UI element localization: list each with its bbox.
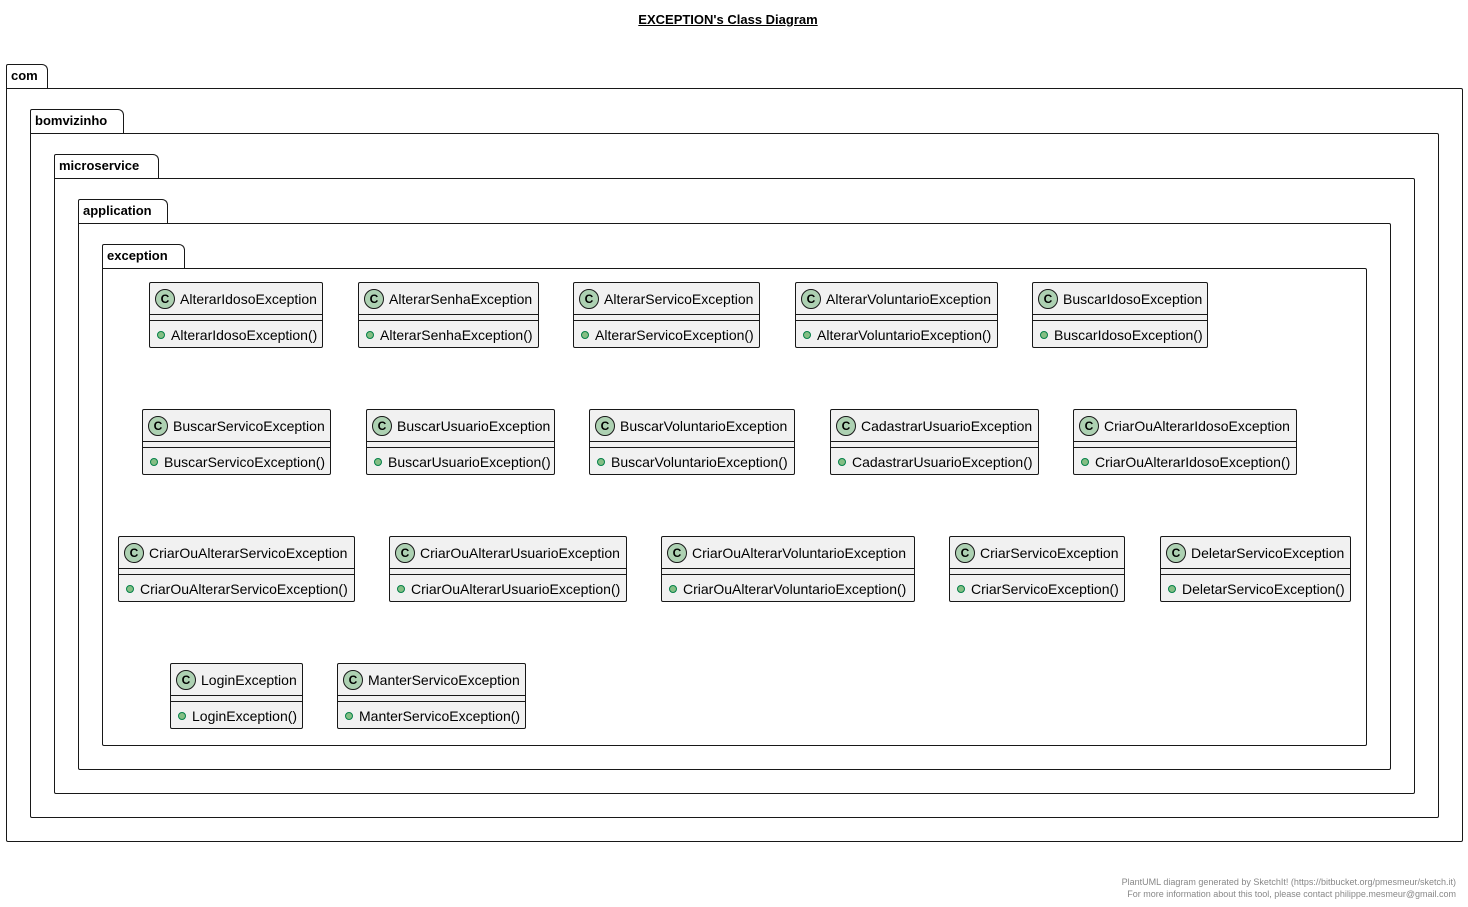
class-box: C BuscarServicoException BuscarServicoExc… [142,409,331,475]
class-icon: C [1038,288,1058,309]
class-name: CadastrarUsuarioException [861,417,1033,434]
class-icon: C [395,542,415,563]
public-method-icon [178,712,186,720]
class-icon: C [595,415,615,436]
class-method: BuscarServicoException() [164,454,326,470]
package-tab-exception: exception [102,244,185,269]
class-method: BuscarUsuarioException() [388,454,551,470]
package-tab-bomvizinho: bomvizinho [30,109,124,134]
class-method: AlterarVoluntarioException() [817,327,992,343]
class-method: CriarOuAlterarUsuarioException() [411,581,621,597]
class-name: BuscarServicoException [173,417,325,434]
public-method-icon [126,585,134,593]
class-box: C AlterarSenhaException AlterarSenhaExcep… [358,282,539,348]
class-icon: C [955,542,975,563]
class-icon: C [1079,415,1099,436]
class-box: C AlterarIdosoException AlterarIdosoExcep… [149,282,323,348]
public-method-icon [366,331,374,339]
class-method: CriarOuAlterarIdosoException() [1095,454,1291,470]
public-method-icon [803,331,811,339]
class-box: C CriarServicoException CriarServicoExcep… [949,536,1125,602]
class-box: C CadastrarUsuarioException CadastrarUsua… [830,409,1039,475]
class-name: CriarOuAlterarIdosoException [1104,417,1290,434]
class-method: CriarOuAlterarVoluntarioException() [683,581,907,597]
public-method-icon [957,585,965,593]
class-method: ManterServicoException() [359,708,521,724]
class-method: LoginException() [192,708,298,724]
class-method: AlterarServicoException() [595,327,754,343]
class-box: C ManterServicoException ManterServicoExc… [337,663,526,729]
class-icon: C [148,415,168,436]
class-method: AlterarIdosoException() [171,327,318,343]
class-box: C CriarOuAlterarVoluntarioException Criar… [661,536,915,602]
class-name: AlterarVoluntarioException [826,290,991,307]
class-icon: C [155,288,175,309]
class-name: CriarOuAlterarVoluntarioException [692,544,906,561]
public-method-icon [1081,458,1089,466]
class-box: C AlterarVoluntarioException AlterarVolun… [795,282,998,348]
package-tab-microservice: microservice [54,154,159,179]
package-tab-application: application [78,199,168,224]
class-icon: C [343,669,363,690]
class-name: BuscarIdosoException [1063,290,1203,307]
class-box: C LoginException LoginException() [170,663,303,729]
class-method: CriarServicoException() [971,581,1119,597]
class-name: AlterarIdosoException [180,290,317,307]
class-icon: C [372,415,392,436]
public-method-icon [669,585,677,593]
class-icon: C [124,542,144,563]
class-icon: C [667,542,687,563]
class-method: CadastrarUsuarioException() [852,454,1033,470]
class-icon: C [579,288,599,309]
public-method-icon [838,458,846,466]
class-icon: C [801,288,821,309]
class-method: BuscarVoluntarioException() [611,454,788,470]
class-name: DeletarServicoException [1191,544,1345,561]
class-box: C CriarOuAlterarServicoException CriarOuA… [118,536,355,602]
public-method-icon [397,585,405,593]
class-box: C CriarOuAlterarIdosoException CriarOuAlt… [1073,409,1297,475]
public-method-icon [1168,585,1176,593]
class-name: CriarOuAlterarUsuarioException [420,544,620,561]
class-name: CriarOuAlterarServicoException [149,544,348,561]
class-icon: C [176,669,196,690]
class-icon: C [364,288,384,309]
class-box: C DeletarServicoException DeletarServicoE… [1160,536,1351,602]
footer-line-contact: For more information about this tool, pl… [1127,889,1456,899]
class-box: C BuscarUsuarioException BuscarUsuarioExc… [366,409,555,475]
class-name: BuscarVoluntarioException [620,417,788,434]
public-method-icon [1040,331,1048,339]
public-method-icon [597,458,605,466]
class-box: C CriarOuAlterarUsuarioException CriarOuA… [389,536,627,602]
class-icon: C [836,415,856,436]
package-tab-com: com [6,64,48,89]
public-method-icon [150,458,158,466]
class-method: DeletarServicoException() [1182,581,1345,597]
class-method: AlterarSenhaException() [380,327,533,343]
class-name: BuscarUsuarioException [397,417,551,434]
class-name: CriarServicoException [980,544,1119,561]
class-name: AlterarServicoException [604,290,754,307]
public-method-icon [157,331,165,339]
class-method: BuscarIdosoException() [1054,327,1203,343]
class-name: LoginException [201,671,297,688]
public-method-icon [345,712,353,720]
public-method-icon [581,331,589,339]
public-method-icon [374,458,382,466]
footer-note: PlantUML diagram generated by SketchIt! … [1122,876,1456,900]
footer-line-generator: PlantUML diagram generated by SketchIt! … [1121,877,1456,887]
diagram-title: EXCEPTION's Class Diagram [638,12,818,27]
class-box: C AlterarServicoException AlterarServicoE… [573,282,760,348]
class-box: C BuscarVoluntarioException BuscarVolunta… [589,409,795,475]
class-name: AlterarSenhaException [389,290,533,307]
class-icon: C [1166,542,1186,563]
class-method: CriarOuAlterarServicoException() [140,581,348,597]
class-box: C BuscarIdosoException BuscarIdosoExcepti… [1032,282,1208,348]
class-name: ManterServicoException [368,671,520,688]
